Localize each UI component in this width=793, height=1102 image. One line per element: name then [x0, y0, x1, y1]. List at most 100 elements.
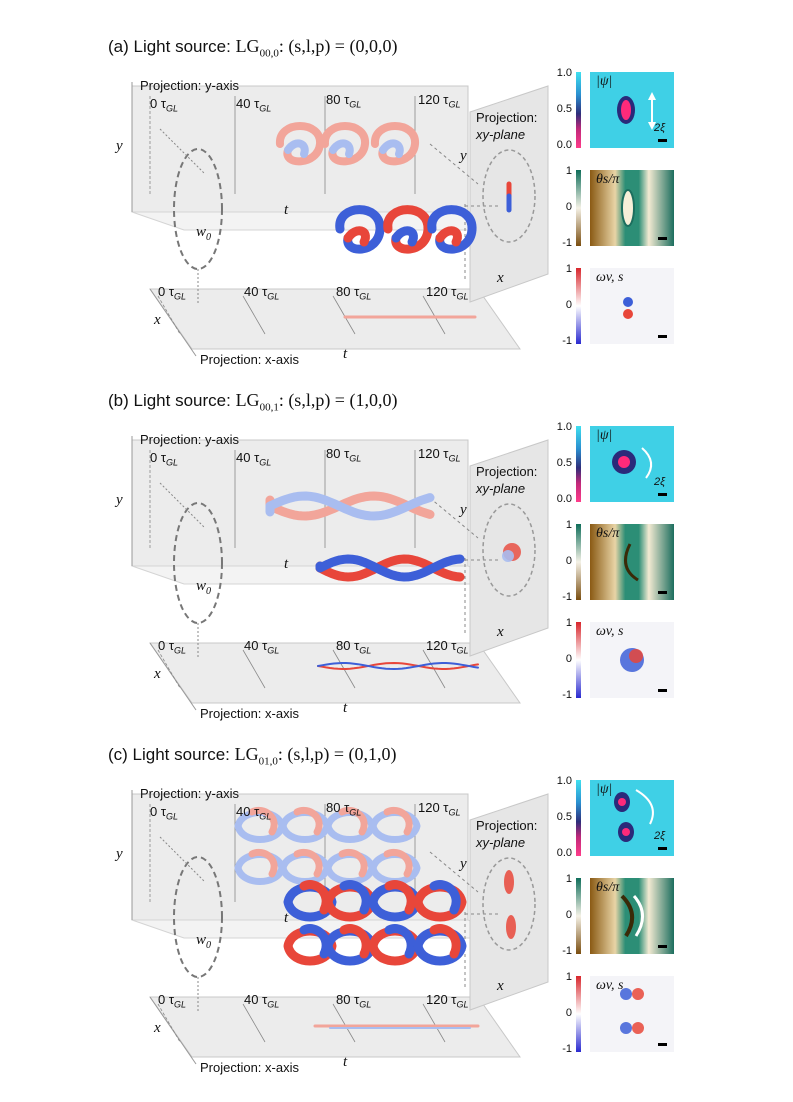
- vortex-trajectory: [293, 807, 323, 836]
- axis-t-label-bottom: t: [343, 700, 348, 716]
- x-plane-tick-line: [242, 1003, 266, 1043]
- vortex-trajectory: [429, 924, 461, 959]
- beam-waist-ellipse: [173, 148, 223, 270]
- y-plane-tick-label: 80 τGL: [326, 446, 362, 464]
- vortex-trajectory: [248, 807, 278, 836]
- vortex-core: [618, 456, 630, 468]
- vortex-trajectory: [369, 809, 421, 843]
- waist-label: w0: [196, 578, 212, 597]
- psi-label: |ψ|: [596, 782, 613, 797]
- axis-t-label: t: [284, 202, 289, 218]
- colorbar-tick: 1: [565, 873, 572, 885]
- vorticity-spot: [620, 988, 632, 1000]
- x-plane-tick-label: 0 τGL: [158, 992, 186, 1010]
- proj-xy-label-1: Projection:: [476, 110, 538, 125]
- x-plane-tick-label: 80 τGL: [336, 992, 372, 1010]
- vortex-core: [618, 798, 626, 806]
- proj-xy-label-2: xy-plane: [476, 835, 526, 850]
- arrow-head-icon: [648, 92, 656, 100]
- axis-x-label-xy: x: [497, 978, 504, 994]
- vortex-trajectory: [321, 122, 369, 166]
- xy-projection-trace: [502, 550, 514, 562]
- axis-t-label: t: [284, 556, 289, 572]
- beam-waist-ellipse: [173, 502, 223, 624]
- axis-y-label-xy: y: [460, 148, 467, 164]
- colorbar-tick: -1: [562, 335, 572, 347]
- omega-label: ωv, s: [596, 270, 624, 285]
- colorbar-tick: 0: [565, 653, 572, 665]
- axis-y-label-xy: y: [460, 502, 467, 518]
- axis-y-label: y: [116, 846, 123, 862]
- xy-projection-trace: [506, 915, 516, 939]
- vortex-trajectory: [265, 491, 435, 521]
- vortex-trajectory: [384, 880, 416, 915]
- x-plane-tick-line: [157, 649, 181, 689]
- psi-map: [590, 780, 674, 856]
- lg-label: LG00,0: [235, 36, 279, 60]
- y-plane-tick-label: 0 τGL: [150, 804, 178, 822]
- psi-label: |ψ|: [596, 428, 613, 443]
- vortex-trajectory: [329, 139, 354, 158]
- colorbar-tick: 0.0: [556, 847, 572, 859]
- y-plane-tick-label: 120 τGL: [418, 446, 461, 464]
- proj-x-label: Projection: x-axis: [200, 352, 299, 367]
- proj-y-label: Projection: y-axis: [140, 432, 239, 447]
- theta-colorbar: [576, 878, 581, 954]
- scene-svg: [131, 780, 674, 1065]
- vortex-trajectory: [427, 205, 477, 254]
- theta-colorbar: [576, 170, 581, 246]
- panel-b: (b) Light source: LG00,1: (s,l,p) = (1,0…: [0, 388, 793, 748]
- vortex-trajectory: [339, 924, 371, 959]
- axis-x-label-xy: x: [497, 270, 504, 286]
- scale-label: 2ξ: [654, 122, 666, 134]
- projection-guide: [429, 143, 479, 185]
- vortex-trajectory: [383, 849, 413, 878]
- colorbar-tick: 0.0: [556, 139, 572, 151]
- colorbar-tick: 0: [565, 555, 572, 567]
- vorticity-spot: [623, 297, 633, 307]
- omega-label: ωv, s: [596, 624, 624, 639]
- panel-title: (b) Light source: LG00,1: (s,l,p) = (1,0…: [108, 390, 398, 414]
- psi-colorbar: [576, 72, 581, 148]
- colorbar-tick: 1.0: [556, 775, 572, 787]
- vortex-core: [622, 828, 630, 836]
- vortex-trajectory: [248, 849, 278, 878]
- proj-y-label: Projection: y-axis: [140, 78, 239, 93]
- x-plane-tick-label: 80 τGL: [336, 638, 372, 656]
- colorbar-tick: 0: [565, 1007, 572, 1019]
- omega-colorbar: [576, 976, 581, 1052]
- scale-bar: [658, 335, 667, 338]
- colorbar-tick: 0: [565, 909, 572, 921]
- waist-label: w0: [196, 224, 212, 243]
- vortex-trajectory: [338, 849, 368, 878]
- vortex-trajectory: [339, 880, 371, 915]
- omega-map: [590, 268, 674, 344]
- axis-x-label: x: [154, 1020, 161, 1036]
- psi-label: |ψ|: [596, 74, 613, 89]
- scale-bar: [658, 591, 667, 594]
- vortex-trajectory: [379, 139, 404, 158]
- vortex-trajectory: [435, 226, 462, 247]
- x-plane-tick-label: 0 τGL: [158, 638, 186, 656]
- xy-projection-trace: [504, 870, 514, 894]
- proj-x-label: Projection: x-axis: [200, 1060, 299, 1075]
- panel-title: (c) Light source: LG01,0: (s,l,p) = (0,1…: [108, 744, 397, 768]
- scale-bar: [658, 237, 667, 240]
- vortex-core: [621, 100, 631, 120]
- proj-xy-label-1: Projection:: [476, 464, 538, 479]
- colorbar-tick: 1.0: [556, 421, 572, 433]
- colorbar-tick: 0: [565, 201, 572, 213]
- x-projection-trace: [317, 662, 479, 670]
- colorbar-tick: -1: [562, 1043, 572, 1055]
- projection-guide: [429, 497, 479, 539]
- y-plane-tick-label: 40 τGL: [236, 450, 272, 468]
- vortex-trajectory: [413, 882, 467, 922]
- theta-map: [590, 524, 674, 600]
- theta-label: θs/π: [596, 172, 620, 187]
- scale-bar: [658, 689, 667, 692]
- phase-defect: [632, 895, 644, 937]
- scale-bar: [658, 1043, 667, 1046]
- waist-label: w0: [196, 932, 212, 951]
- colorbar-tick: 1: [565, 519, 572, 531]
- colorbar-tick: 0.0: [556, 493, 572, 505]
